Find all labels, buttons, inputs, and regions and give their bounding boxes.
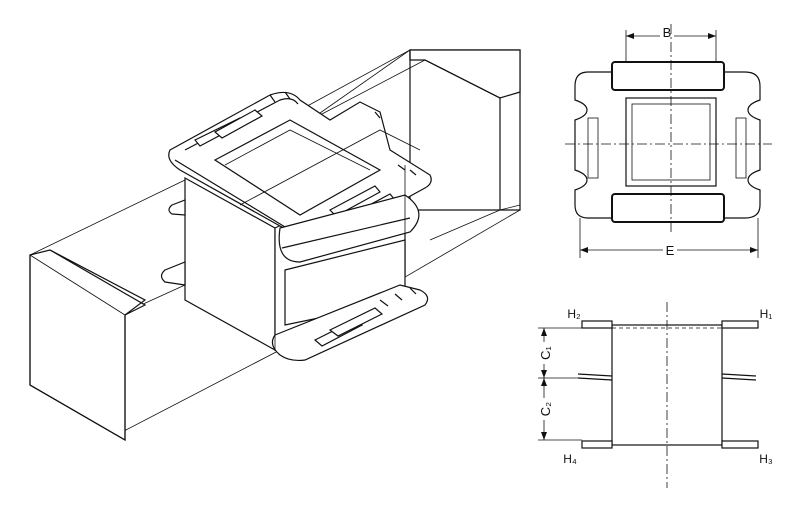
- dimension-c2-label: C₂: [538, 402, 553, 416]
- top-view: B E: [565, 24, 772, 258]
- pin-h4-label: H₄: [563, 452, 577, 466]
- dimension-b-label: B: [663, 25, 672, 40]
- bobbin: [160, 91, 432, 362]
- isometric-exploded-view: [29, 49, 521, 442]
- side-view: C₁ C₂ H₂ H₁ H₄ H₃: [535, 302, 773, 488]
- dimension-e-label: E: [666, 243, 675, 258]
- pin-h3-label: H₃: [759, 452, 773, 466]
- front-left-core: [29, 249, 147, 442]
- dimension-c1-label: C₁: [538, 346, 553, 360]
- pin-h2-label: H₂: [567, 307, 581, 321]
- back-right-core: [299, 49, 521, 241]
- pin-h1-label: H₁: [760, 307, 773, 321]
